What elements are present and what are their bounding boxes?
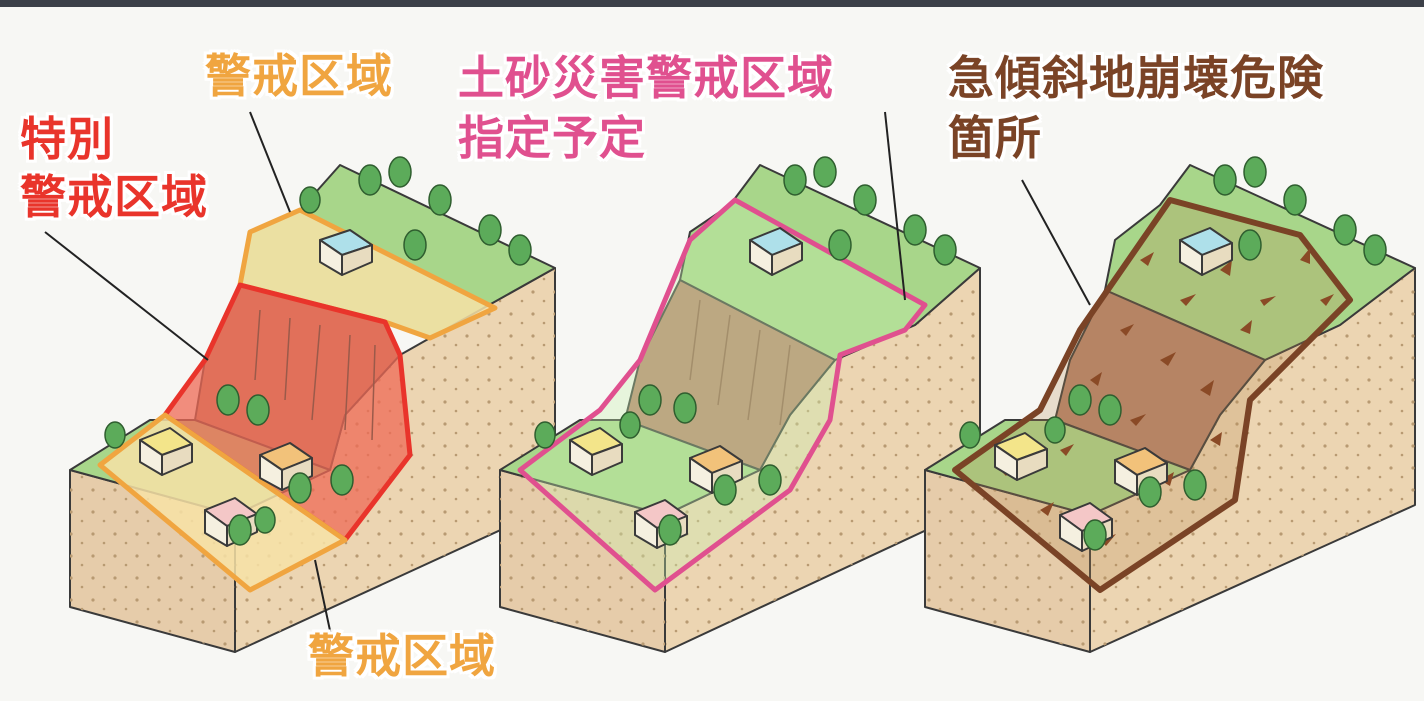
label-warning-zone-bottom-text: 警戒区域	[308, 629, 496, 683]
label-special-line2: 警戒区域	[20, 170, 208, 224]
label-steep-slope-hazard: 急傾斜地崩壊危険 箇所	[948, 48, 1324, 168]
block2-planned-zone-boundary	[517, 197, 928, 593]
block1-house-top	[319, 229, 373, 276]
block3-house-top	[1179, 227, 1233, 276]
label-warning-zone-bottom: 警戒区域	[308, 628, 496, 684]
block3-trees	[959, 156, 1387, 551]
block2-house-left	[569, 427, 623, 476]
leader-keikai-top	[249, 111, 291, 213]
label-warning-zone-top-text: 警戒区域	[205, 49, 393, 103]
block3-hazard-boundary	[952, 197, 1353, 593]
block2-terrace	[499, 419, 761, 516]
label-special-warning-zone: 特別 警戒区域	[20, 110, 208, 226]
label-planned-line2: 指定予定	[458, 111, 646, 165]
leader-tokubetsu	[44, 231, 209, 361]
label-special-line1: 特別	[20, 112, 114, 166]
slope-block-1	[69, 156, 556, 653]
slope-block-2	[499, 156, 981, 653]
slope-block-3	[924, 156, 1416, 653]
leader-keikai-bottom	[314, 559, 333, 641]
block1-house-left	[139, 427, 193, 476]
label-hazard-line1: 急傾斜地崩壊危険	[948, 51, 1324, 105]
label-warning-zone-top: 警戒区域	[205, 48, 393, 104]
block2-house-top	[749, 227, 803, 276]
block2-trees	[534, 156, 957, 546]
label-planned-line1: 土砂災害警戒区域	[458, 51, 834, 105]
block1-trees	[104, 156, 532, 546]
leader-lines	[44, 111, 1091, 641]
leader-kyukeisha	[1021, 179, 1091, 306]
leader-dosha	[884, 111, 906, 301]
top-border	[0, 0, 1424, 7]
block3-house-left	[994, 432, 1048, 481]
label-hazard-line2: 箇所	[948, 111, 1042, 165]
label-planned-designation: 土砂災害警戒区域 指定予定	[458, 48, 834, 168]
